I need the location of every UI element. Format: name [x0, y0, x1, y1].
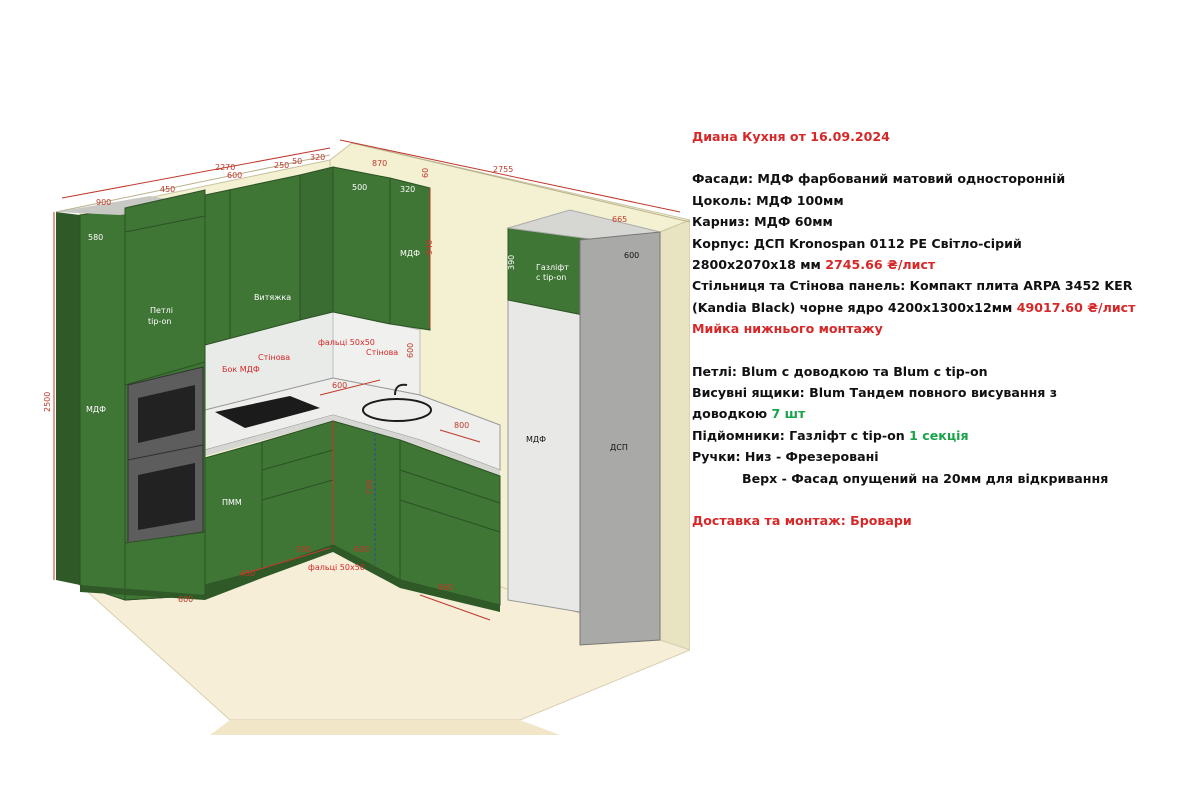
label-wall-panel-2: Стінова — [366, 348, 398, 357]
dim-600-wall: 600 — [406, 343, 415, 358]
label-mdf-left: МДФ — [86, 405, 106, 414]
spec-hinges: Петлі: Blum с доводкою та Blum с tip-on — [692, 363, 988, 379]
oven-glass — [138, 463, 195, 530]
floor-front — [210, 720, 560, 735]
dim-250: 250 — [274, 161, 289, 170]
label-dishwasher: ПММ — [222, 498, 242, 507]
drawer-line-4 — [399, 499, 501, 533]
dim-860: 860 — [438, 583, 453, 592]
spec-body-1: Корпус: ДСП Kronospan 0112 PE Світло-сір… — [692, 235, 1022, 251]
microwave-glass — [138, 385, 195, 443]
dim-450: 450 — [160, 185, 175, 194]
left-tall-side — [56, 212, 80, 585]
dim-500: 500 — [352, 183, 367, 192]
wall-top-edge-right — [351, 142, 690, 223]
dim-600-base: 600 — [354, 545, 369, 554]
dim-390: 390 — [507, 255, 516, 270]
dim-580: 580 — [88, 233, 103, 242]
dim-2755: 2755 — [493, 165, 513, 174]
dim-600-right: 600 — [624, 251, 639, 260]
project-title: Диана Кухня от 16.09.2024 — [692, 129, 890, 144]
left-tall-cabinet — [79, 207, 126, 601]
dim-870: 870 — [372, 159, 387, 168]
dim-600-floor: 600 — [178, 595, 193, 604]
spec-plinth: Цоколь: МДФ 100мм — [692, 192, 844, 208]
dim-800: 800 — [454, 421, 469, 430]
spec-worktop-price: 49017.60 ₴/лист — [1016, 299, 1136, 315]
label-mdf-top: МДФ — [400, 249, 420, 258]
tap — [394, 383, 408, 396]
upper-door-petli — [124, 215, 206, 386]
dim-2500: 2500 — [43, 392, 52, 412]
dim-50: 50 — [292, 157, 302, 166]
upper-cabinet-hood — [204, 174, 301, 346]
dim-590: 590 — [296, 545, 311, 554]
spec-delivery: Доставка та монтаж: Бровари — [692, 513, 912, 529]
drawer-line-3 — [399, 469, 501, 504]
drawer-line-2 — [261, 479, 334, 501]
dim-60: 60 — [421, 168, 430, 178]
spec-worktop-1: Стільниця та Стінова панель: Компакт пли… — [692, 278, 1133, 294]
spec-drawers-text: доводкою — [692, 406, 768, 422]
spec-drawers-count: 7 шт — [771, 406, 806, 422]
dim-320: 320 — [310, 153, 325, 162]
spec-body-size: 2800x2070x18 мм — [692, 257, 821, 273]
dim-600-top: 600 — [332, 381, 347, 390]
label-side-mdf: Бок МДФ — [222, 365, 260, 374]
sink — [362, 398, 432, 422]
spec-lifts: Підйомники: Газліфт с tip-on 1 секція — [692, 425, 1192, 446]
dim-900: 900 — [96, 198, 111, 207]
label-chamfer-bottom: фальці 50x50 — [308, 563, 365, 572]
spacer — [692, 147, 1192, 168]
spec-sink: Мийка нижнього монтажу — [692, 321, 883, 337]
spacer — [692, 340, 1192, 361]
label-wall-panel-1: Стінова — [258, 353, 290, 362]
spec-cornice: Карниз: МДФ 60мм — [692, 214, 833, 230]
label-petli: Петлі — [150, 306, 173, 315]
spacer — [692, 489, 1192, 510]
right-wall-edge — [659, 219, 690, 651]
dim-2270: 2270 — [215, 163, 235, 172]
spec-handles-2: Верх - Фасад опущений на 20мм для відкри… — [742, 470, 1109, 486]
spec-handles-1: Ручки: Низ - Фрезеровані — [692, 449, 879, 465]
induction-hob — [215, 396, 320, 428]
dim-320b: 320 — [400, 185, 415, 194]
spec-body-2: 2800x2070x18 мм 2745.66 ₴/лист — [692, 254, 1192, 275]
dishwasher-front — [204, 441, 263, 586]
spec-lifts-count: 1 секція — [909, 427, 969, 443]
spec-lifts-text: Підйомники: Газліфт с tip-on — [692, 427, 905, 443]
countertop-edge — [205, 415, 500, 476]
plinth — [80, 545, 500, 612]
label-chamfer-top: фальці 50x50 — [318, 338, 375, 347]
spec-worktop-2: (Kandia Black) чорне ядро 4200x1300x12мм… — [692, 297, 1192, 318]
spec-drawers-2: доводкою 7 шт — [692, 403, 1192, 424]
dim-940: 940 — [425, 240, 434, 255]
upper-cabinet-mdf — [389, 177, 431, 331]
label-hood: Витяжка — [254, 293, 291, 302]
dim-450-base: 450 — [240, 569, 255, 578]
label-gaslift-1: Газліфт — [536, 263, 569, 272]
spec-drawers-1: Висувні ящики: Blum Тандем повного висув… — [692, 385, 1058, 401]
spec-worktop-size: (Kandia Black) чорне ядро 4200x1300x12мм — [692, 299, 1013, 315]
wall-top-edge-left — [55, 154, 331, 213]
dsp-side-panel — [579, 231, 661, 646]
dim-600: 600 — [227, 171, 242, 180]
drawer-line-1 — [261, 449, 334, 471]
label-dsp: ДСП — [610, 443, 628, 452]
label-tipon: tip-on — [148, 317, 171, 326]
spec-facades: Фасади: МДФ фарбований матовий односторо… — [692, 171, 1066, 187]
kitchen-drawing: 2270 2755 2500 900 450 600 250 50 320 87… — [43, 139, 690, 735]
dimension-lines — [53, 139, 681, 621]
specification-panel: Диана Кухня от 16.09.2024 Фасади: МДФ фа… — [692, 126, 1192, 532]
dim-720: 720 — [365, 480, 374, 495]
spec-body-price: 2745.66 ₴/лист — [825, 257, 936, 273]
dim-665: 665 — [612, 215, 627, 224]
label-mdf-tall: МДФ — [526, 435, 546, 444]
label-gaslift-2: с tip-on — [536, 273, 566, 282]
upper-cabinet-narrow — [299, 166, 334, 321]
